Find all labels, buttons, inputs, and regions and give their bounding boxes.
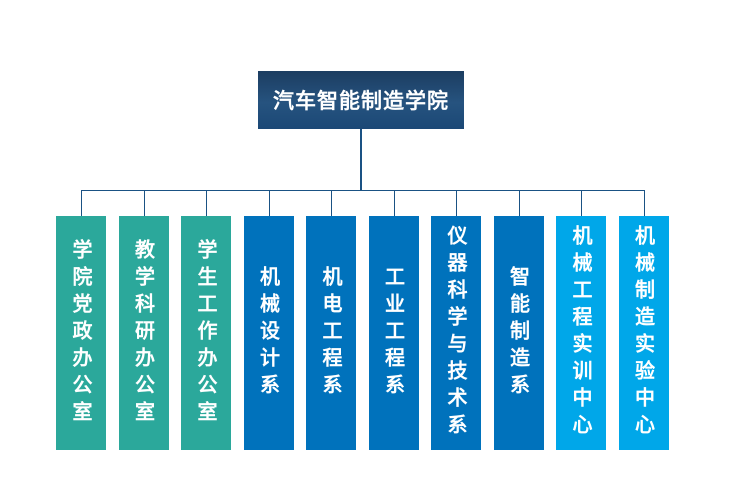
dept-node-label: 智能制造系: [506, 265, 531, 401]
dept-node: 机械制造实验中心: [618, 216, 669, 450]
connector-drop-line: [393, 190, 395, 216]
dept-node: 机电工程系: [306, 216, 356, 450]
connector-drop-line: [206, 190, 207, 216]
connector-drop-line: [143, 190, 145, 216]
connector-trunk-line: [360, 129, 362, 191]
dept-node: 学生工作办公室: [181, 216, 231, 450]
root-node-label: 汽车智能制造学院: [273, 89, 449, 113]
dept-node: 机械工程实训中心: [556, 216, 606, 450]
dept-node-label: 机械制造实验中心: [631, 225, 656, 441]
root-node: 汽车智能制造学院: [258, 71, 464, 129]
dept-node: 智能制造系: [493, 216, 544, 450]
dept-node-label: 机械设计系: [256, 265, 281, 401]
department-row: 学院党政办公室 教学科研办公室 学生工作办公室 机械设计系 机电工程系 工业工程系 仪器科学…: [56, 216, 669, 450]
dept-node: 学院党政办公室: [56, 216, 106, 450]
connector-drop-line: [581, 190, 582, 216]
dept-node-label: 工业工程系: [381, 265, 406, 401]
dept-node: 仪器科学与技术系: [431, 216, 481, 450]
dept-node-label: 教学科研办公室: [131, 238, 156, 428]
connector-drop-line: [456, 190, 457, 216]
connector-drop-line: [518, 190, 520, 216]
connector-drop-line: [81, 190, 82, 216]
dept-node-label: 仪器科学与技术系: [444, 225, 468, 441]
connector-drop-line: [331, 190, 332, 216]
connector-horizontal-line: [81, 190, 645, 191]
dept-node: 教学科研办公室: [118, 216, 169, 450]
dept-node-label: 学院党政办公室: [69, 238, 93, 428]
connector-drop-line: [643, 190, 645, 216]
dept-node: 工业工程系: [368, 216, 419, 450]
dept-node-label: 学生工作办公室: [194, 238, 218, 428]
dept-node: 机械设计系: [243, 216, 294, 450]
dept-node-label: 机电工程系: [319, 265, 343, 401]
dept-node-label: 机械工程实训中心: [569, 225, 593, 441]
connector-drop-line: [268, 190, 270, 216]
